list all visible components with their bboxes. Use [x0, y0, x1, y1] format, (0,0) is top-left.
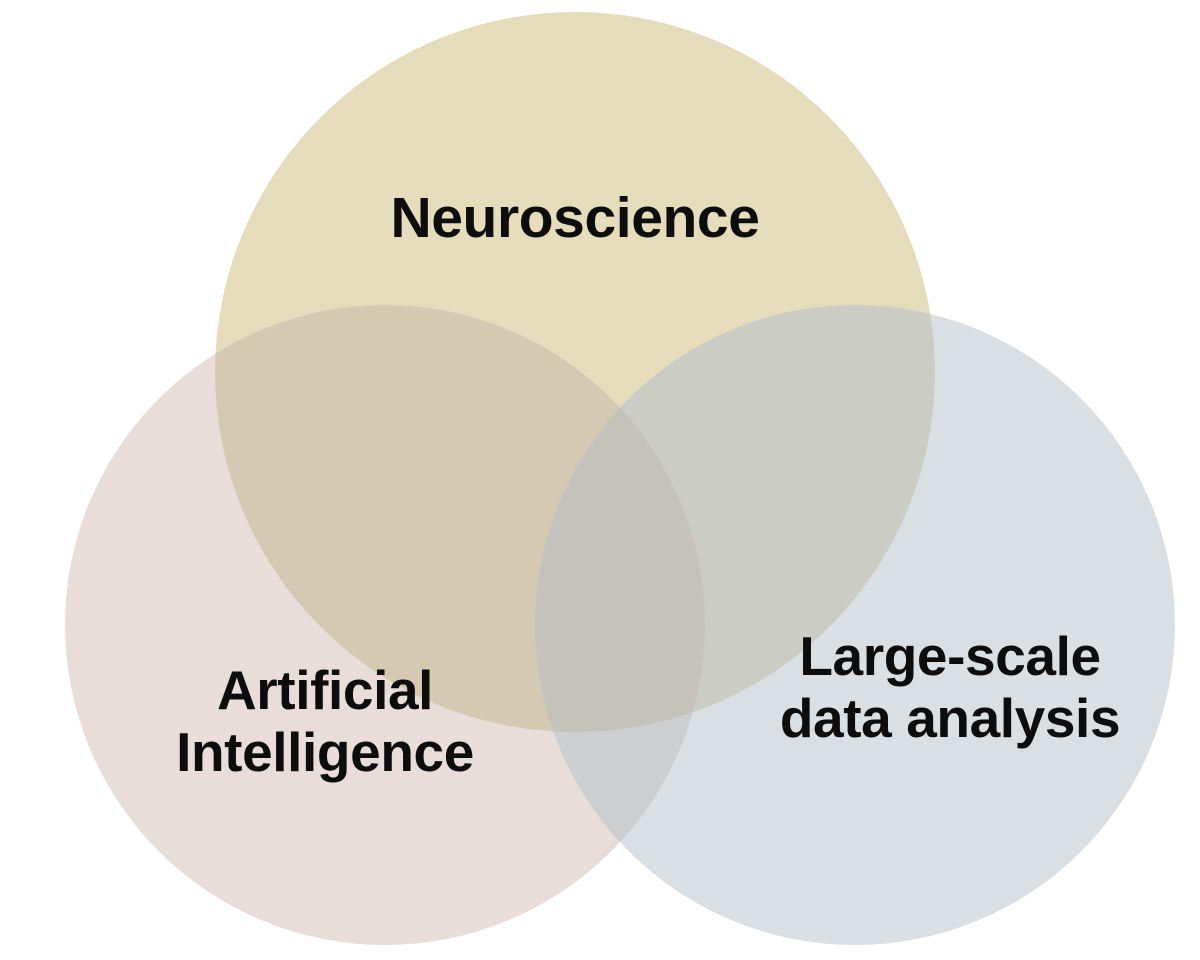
label-artificial-intelligence: Artificial Intelligence: [176, 659, 474, 783]
label-neuroscience: Neuroscience: [390, 186, 760, 250]
label-large-scale-data-analysis: Large-scale data analysis: [779, 625, 1121, 749]
